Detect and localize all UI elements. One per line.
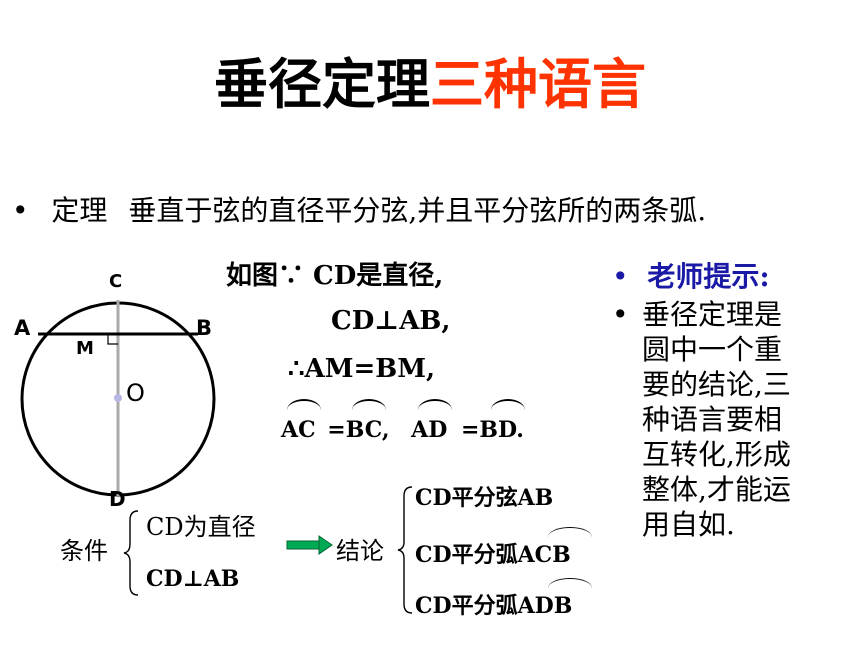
title-red: 三种语言: [430, 53, 646, 116]
arc-mark-ad: [418, 399, 452, 410]
label-m: M: [76, 338, 94, 359]
arc-eq-2: =BD.: [460, 417, 524, 443]
hint-title: 老师提示:: [647, 260, 770, 293]
condition-item-2: CD⊥AB: [146, 566, 240, 592]
arc-ac: AC: [281, 417, 316, 443]
conclusion-item-3: CD平分弧ADB: [415, 593, 573, 619]
right-angle-mark: [107, 334, 118, 345]
theorem-label: 定理: [51, 194, 108, 227]
theorem-line: • 定理 垂直于弦的直径平分弦,并且平分弦所的两条弧.: [12, 193, 706, 229]
condition-brace: [123, 510, 139, 596]
arc-mark-adb: [548, 578, 592, 588]
condition-label: 条件: [60, 537, 108, 565]
conclusion-item-1: CD平分弦AB: [415, 485, 554, 511]
proof-line-1: 如图∵ CD是直径,: [226, 261, 444, 291]
conclusion-item-2: CD平分弧ACB: [415, 542, 571, 568]
center-point: [114, 394, 122, 402]
label-c: C: [109, 271, 123, 292]
theorem-text: 垂直于弦的直径平分弦,并且平分弦所的两条弧.: [128, 194, 707, 227]
hint-line-5: 互转化,形成: [642, 438, 791, 471]
circle-diagram: [20, 300, 216, 497]
theorem-bullet: •: [12, 194, 29, 227]
hint-title-bullet: •: [612, 260, 629, 293]
condition-item-1: CD为直径: [146, 513, 256, 541]
hint-line-3: 要的结论,三: [642, 368, 791, 401]
conclusion-label: 结论: [336, 537, 384, 565]
arc-mark-ac: [287, 399, 321, 410]
arc-equality-line: AC =BC, AD =BD.: [281, 415, 524, 445]
slide-title: 垂径定理三种语言: [0, 50, 860, 120]
hint-line-6: 整体,才能运: [642, 473, 791, 506]
hint-title-line: • 老师提示:: [612, 259, 770, 295]
label-b: B: [196, 316, 213, 340]
proof-line-2: CD⊥AB,: [331, 306, 451, 336]
hint-body: 垂径定理是 圆中一个重 要的结论,三 种语言要相 互转化,形成 整体,才能运 用…: [642, 297, 791, 542]
hint-line-7: 用自如.: [642, 508, 735, 541]
implies-arrow-icon: [286, 535, 333, 555]
conclusion-brace: [397, 486, 413, 614]
label-d: D: [109, 487, 126, 511]
arc-eq-1: =BC,: [327, 417, 390, 443]
hint-line-4: 种语言要相: [642, 403, 783, 436]
arc-mark-bd: [491, 399, 525, 410]
label-o: O: [126, 379, 145, 407]
arc-ad: AD: [411, 417, 448, 443]
hint-line-1: 垂径定理是: [642, 298, 783, 331]
arc-mark-acb: [548, 527, 592, 537]
hint-line-2: 圆中一个重: [642, 333, 783, 366]
title-black: 垂径定理: [214, 53, 430, 116]
label-a: A: [14, 316, 31, 340]
hint-body-bullet: •: [612, 298, 629, 331]
arc-mark-bc: [352, 399, 386, 410]
proof-line-3: ∴AM=BM,: [288, 354, 436, 384]
